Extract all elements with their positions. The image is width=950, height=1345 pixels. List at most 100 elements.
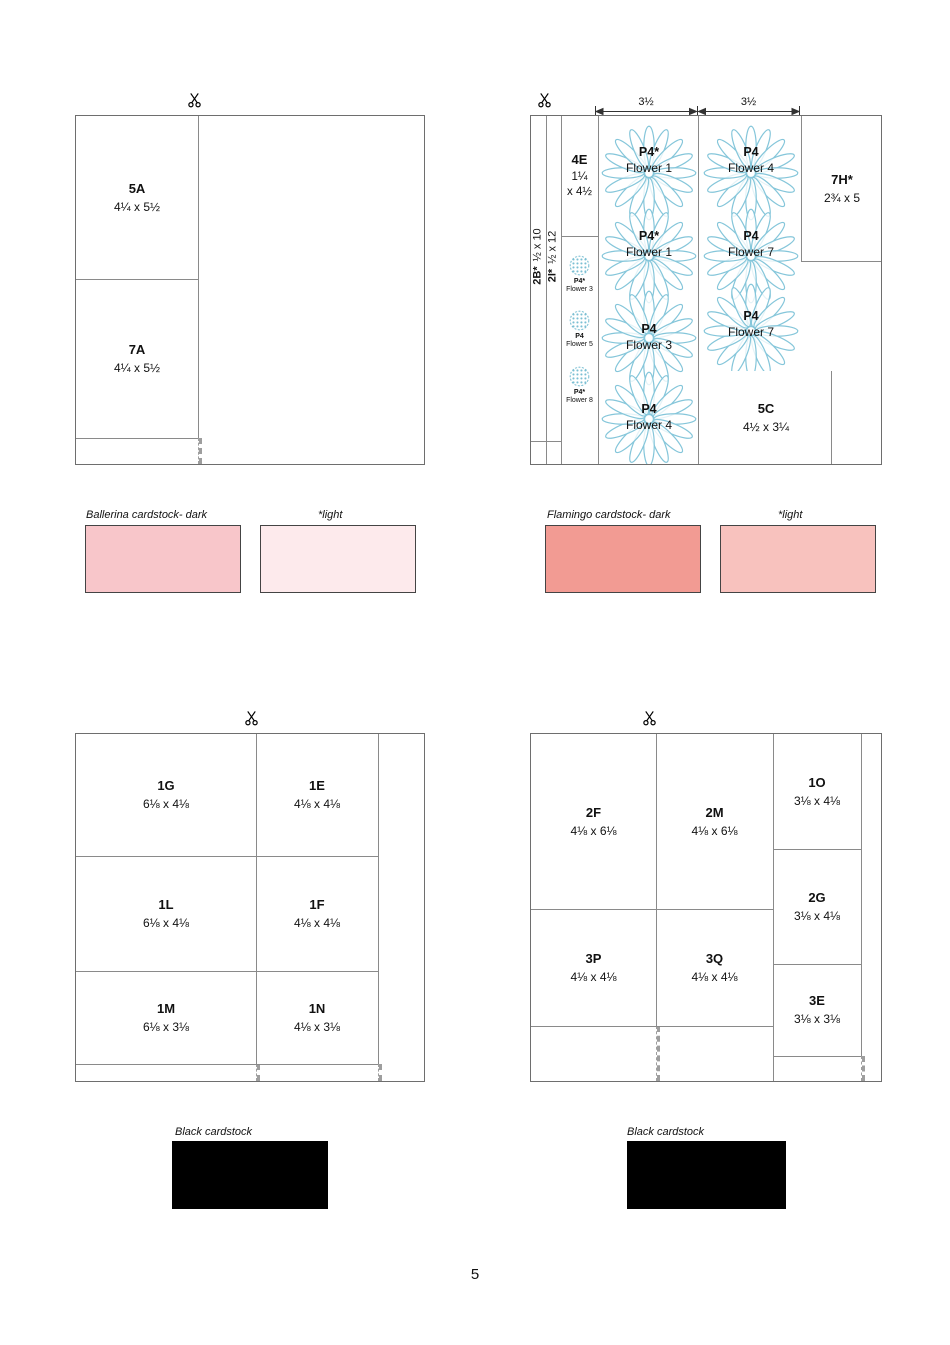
cut-line bbox=[698, 116, 699, 464]
piece-1O: 1O 3⅛ x 4⅛ bbox=[773, 734, 861, 849]
cut-line bbox=[773, 964, 861, 965]
flower-name: Flower 1 bbox=[625, 244, 672, 259]
piece-id: 2B* bbox=[531, 266, 544, 285]
piece-size: 4⅛ x 4⅛ bbox=[691, 969, 738, 984]
cut-line bbox=[801, 116, 802, 261]
piece-size: ½ x 10 bbox=[531, 228, 544, 262]
piece-size: 4¼ x 5½ bbox=[113, 199, 161, 214]
dotted-flower-icon bbox=[569, 310, 590, 331]
swatch-label-ballerina-light: *light bbox=[318, 509, 343, 521]
piece-1E: 1E 4⅛ x 4⅛ bbox=[256, 734, 378, 856]
piece-size: 4⅛ x 4⅛ bbox=[570, 969, 617, 984]
cut-line bbox=[256, 734, 257, 1064]
cut-line bbox=[773, 1056, 861, 1057]
piece-id: P4* bbox=[638, 229, 660, 243]
piece-id: 1N bbox=[308, 1000, 326, 1016]
piece-id: 1E bbox=[309, 778, 325, 794]
flower-label: P4 Flower 4 bbox=[599, 401, 699, 433]
swatch-black-right bbox=[627, 1141, 786, 1209]
piece-size: 3⅛ x 4⅛ bbox=[793, 908, 841, 923]
flower-label: P4* Flower 8 bbox=[566, 389, 593, 405]
piece-size: 4⅛ x 6⅛ bbox=[691, 823, 738, 838]
strip-piece-2B: 2B* ½ x 10 bbox=[531, 192, 546, 322]
piece-size: 3⅛ x 4⅛ bbox=[793, 793, 841, 808]
piece-id: 2I* bbox=[546, 268, 559, 283]
dotted-flower-icon bbox=[569, 255, 590, 276]
flower-label: P4 Flower 3 bbox=[599, 321, 699, 353]
scissors-icon bbox=[643, 710, 656, 726]
flower-name: Flower 3 bbox=[625, 337, 672, 352]
piece-7H: 7H* 2¾ x 5 bbox=[801, 116, 881, 261]
cut-line bbox=[76, 856, 378, 857]
piece-id: 3Q bbox=[705, 950, 724, 966]
scissors-icon bbox=[538, 92, 551, 108]
flower-name: Flower 4 bbox=[727, 160, 774, 175]
cut-line bbox=[76, 1064, 378, 1065]
swatch-black-left bbox=[172, 1141, 328, 1209]
cut-line-dashed bbox=[656, 1026, 660, 1081]
piece-size: 6⅛ x 4⅛ bbox=[142, 797, 190, 812]
cut-line bbox=[378, 734, 379, 1064]
piece-id: 4E bbox=[571, 152, 588, 168]
cut-line bbox=[561, 236, 598, 237]
piece-2M: 2M 4⅛ x 6⅛ bbox=[656, 734, 773, 909]
piece-id: 2G bbox=[808, 889, 826, 905]
strip-piece-2I: 2I*½ x 12 bbox=[546, 192, 561, 322]
piece-id: 5A bbox=[128, 180, 146, 196]
cut-line bbox=[531, 441, 561, 442]
piece-7A: 7A 4¼ x 5½ bbox=[76, 279, 198, 438]
piece-3P: 3P 4⅛ x 4⅛ bbox=[531, 909, 656, 1026]
swatch-label-flamingo-light: *light bbox=[778, 509, 803, 521]
piece-size: 4½ x 3¼ bbox=[742, 419, 790, 434]
piece-1G: 1G 6⅛ x 4⅛ bbox=[76, 734, 256, 856]
dotted-flower-icon bbox=[569, 366, 590, 387]
piece-1L: 1L 6⅛ x 4⅛ bbox=[76, 856, 256, 971]
swatch-flamingo-dark bbox=[545, 525, 701, 593]
cut-line bbox=[76, 971, 378, 972]
piece-3E: 3E 3⅛ x 3⅛ bbox=[773, 964, 861, 1056]
flower-name: Flower 7 bbox=[727, 324, 774, 339]
cut-line bbox=[76, 438, 198, 439]
piece-id: 2F bbox=[585, 804, 602, 820]
cut-line-dashed bbox=[198, 438, 202, 464]
piece-2G: 2G 3⅛ x 4⅛ bbox=[773, 849, 861, 964]
piece-5A: 5A 4¼ x 5½ bbox=[76, 116, 198, 279]
piece-size: 4¼ x 5½ bbox=[113, 360, 161, 375]
piece-size: 1¼ bbox=[571, 170, 588, 183]
piece-size: 3⅛ x 3⅛ bbox=[793, 1012, 841, 1027]
piece-3Q: 3Q 4⅛ x 4⅛ bbox=[656, 909, 773, 1026]
piece-size: 6⅛ x 3⅛ bbox=[142, 1019, 190, 1034]
cut-line-dashed bbox=[378, 1064, 382, 1081]
page-number: 5 bbox=[470, 1266, 480, 1283]
cut-line bbox=[773, 849, 861, 850]
flower-label: P4 Flower 7 bbox=[701, 228, 801, 260]
piece-id: 1M bbox=[156, 1000, 176, 1016]
piece-4E: 4E 1¼ x 4½ bbox=[561, 116, 598, 236]
piece-id: 2M bbox=[705, 804, 724, 820]
piece-id: 1G bbox=[157, 778, 175, 794]
cut-line-dashed bbox=[256, 1064, 260, 1081]
swatch-ballerina-light bbox=[260, 525, 416, 593]
dimension-label: 3½ bbox=[638, 96, 654, 108]
cut-line bbox=[831, 371, 832, 464]
swatch-label-black-left: Black cardstock bbox=[175, 1126, 253, 1138]
piece-id: P4 bbox=[641, 402, 657, 416]
cut-line bbox=[861, 734, 862, 1056]
piece-size: 6⅛ x 4⅛ bbox=[142, 915, 190, 930]
small-flower-5: P4 Flower 5 bbox=[561, 309, 598, 350]
piece-id: 1O bbox=[808, 774, 826, 790]
piece-id: 1L bbox=[158, 896, 174, 912]
swatch-label-flamingo-dark: Flamingo cardstock- dark bbox=[547, 509, 671, 521]
swatch-flamingo-light bbox=[720, 525, 876, 593]
piece-1N: 1N 4⅛ x 3⅛ bbox=[256, 971, 378, 1064]
piece-id: 7A bbox=[128, 341, 146, 357]
piece-id: 5C bbox=[757, 400, 775, 416]
piece-id: P4 bbox=[743, 145, 759, 159]
cut-line bbox=[773, 734, 774, 1081]
piece-1M: 1M 6⅛ x 3⅛ bbox=[76, 971, 256, 1064]
cut-line bbox=[546, 116, 547, 464]
cutting-diagram-ballerina: 5A 4¼ x 5½ 7A 4¼ x 5½ bbox=[75, 115, 425, 465]
cut-line bbox=[561, 116, 562, 464]
piece-id: 7H* bbox=[831, 171, 853, 187]
